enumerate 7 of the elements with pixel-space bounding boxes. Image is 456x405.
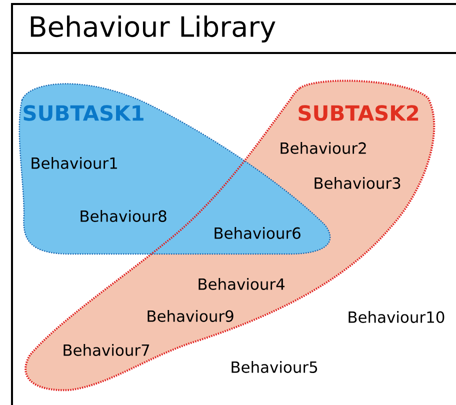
behaviour-label: Behaviour6 bbox=[214, 227, 300, 239]
behaviour-label: Behaviour5 bbox=[232, 361, 318, 373]
behaviour-label: Behaviour7 bbox=[64, 344, 150, 356]
behaviour-label: Behaviour4 bbox=[198, 278, 285, 290]
behaviour-label: Behaviour8 bbox=[80, 210, 166, 222]
behaviour-label: Behaviour9 bbox=[148, 310, 234, 322]
behaviour-label: Behaviour1 bbox=[32, 157, 117, 169]
